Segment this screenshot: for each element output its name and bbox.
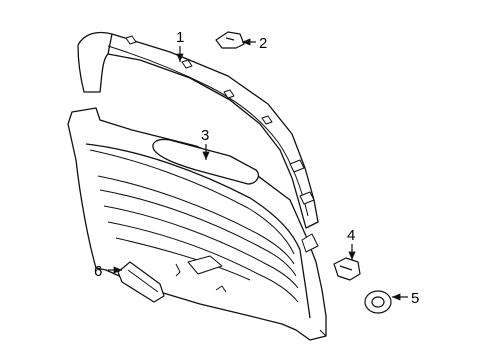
callout-6-label: 6 xyxy=(94,263,102,280)
callout-5-label: 5 xyxy=(411,290,419,307)
callout-4-label: 4 xyxy=(347,227,355,244)
part-2-clip xyxy=(215,31,245,49)
part-5-push-pin xyxy=(364,290,392,314)
part-1-upper-garnish xyxy=(77,31,319,229)
callout-1-label: 1 xyxy=(176,29,184,46)
tailgate-trim-panel xyxy=(67,107,327,341)
part-6-cover xyxy=(117,261,165,303)
callout-lines xyxy=(108,38,408,301)
part-3-trim-insert xyxy=(152,138,260,185)
callout-3-label: 3 xyxy=(201,127,209,144)
callout-2-label: 2 xyxy=(259,35,267,52)
part-4-clip xyxy=(333,257,361,281)
